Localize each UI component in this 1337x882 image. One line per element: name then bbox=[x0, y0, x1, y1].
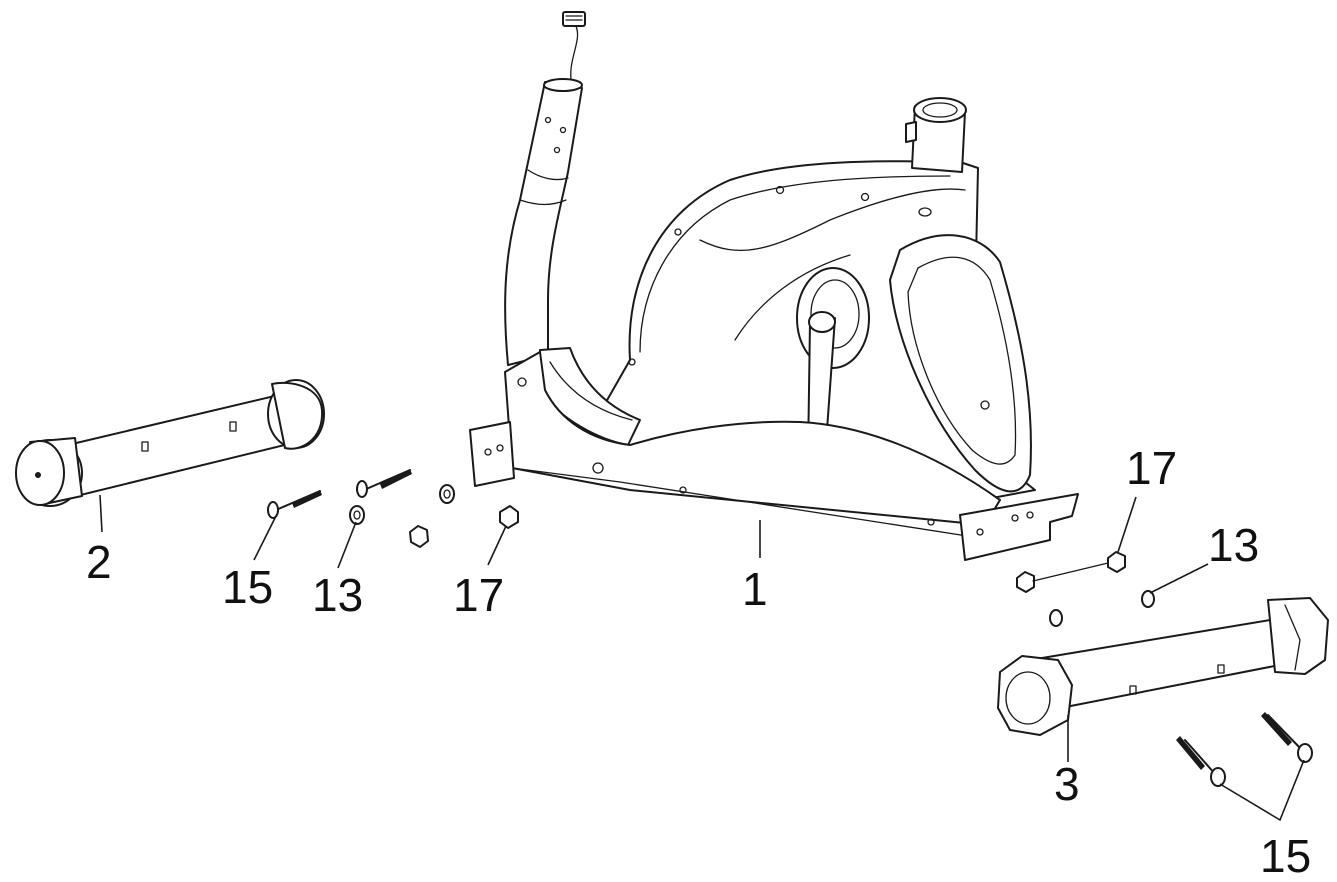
callout-washer-left: 13 bbox=[312, 569, 363, 621]
callout-labels: 1 2 3 15 13 17 17 13 15 bbox=[86, 442, 1311, 882]
main-frame bbox=[469, 11, 1079, 561]
callout-bolt-left: 15 bbox=[222, 561, 273, 613]
rear-stabilizer bbox=[997, 597, 1329, 736]
callout-washer-right: 13 bbox=[1208, 519, 1259, 571]
callout-bolt-right: 15 bbox=[1260, 830, 1311, 882]
leader-lines bbox=[99, 494, 1305, 822]
callout-nut-right: 17 bbox=[1126, 442, 1177, 494]
callout-frame: 1 bbox=[742, 563, 768, 615]
left-hardware bbox=[267, 469, 519, 548]
right-hardware bbox=[1016, 551, 1313, 787]
front-stabilizer bbox=[15, 379, 325, 507]
callout-nut-left: 17 bbox=[453, 569, 504, 621]
callout-rear-stabilizer: 3 bbox=[1054, 758, 1080, 810]
callout-front-stabilizer: 2 bbox=[86, 536, 112, 588]
